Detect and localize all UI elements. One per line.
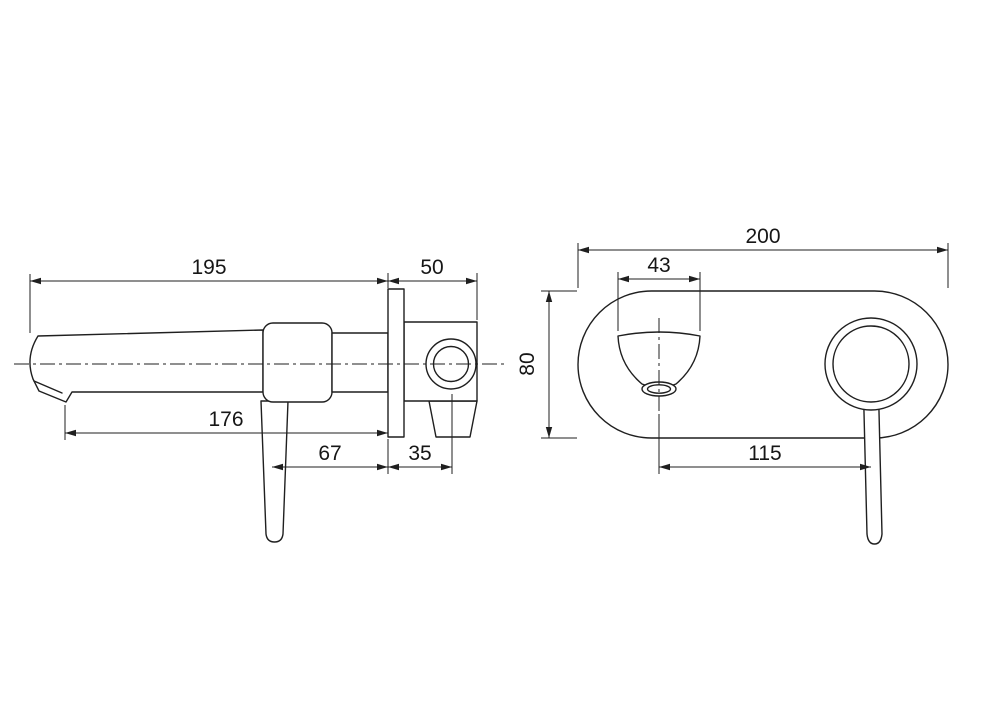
dimension-spout-projection: 195: [29, 256, 389, 333]
dim-43-label: 43: [647, 254, 670, 277]
dim-200-label: 200: [745, 225, 780, 248]
side-aerator-mouth-line: [33, 380, 63, 394]
side-view: 195 50 176 67: [14, 256, 505, 543]
dim-80-label: 80: [516, 352, 539, 375]
dim-115-label: 115: [748, 442, 781, 465]
dim-67-label: 67: [318, 442, 341, 465]
dimension-spout-width: 43: [617, 254, 701, 331]
dimension-wall-to-cartridge: 35: [388, 394, 453, 474]
side-neck: [331, 332, 389, 393]
side-spout-outline: [29, 329, 264, 403]
dimension-plate-height: 80: [516, 290, 577, 439]
dimension-plate-width: 200: [577, 225, 949, 288]
side-mixer-body: [262, 322, 333, 403]
side-wall-flange: [387, 288, 405, 438]
front-handle-inner-circle: [832, 325, 910, 403]
dim-35-label: 35: [408, 442, 431, 465]
dimension-handle-to-wall: 67: [272, 439, 389, 474]
front-spout-outline: [617, 331, 701, 389]
front-handle-lever: [862, 370, 883, 545]
side-handle-lever: [260, 400, 289, 543]
front-view: 200 43 80 115: [516, 225, 949, 545]
dimension-spout-to-handle: 115: [658, 414, 871, 474]
side-outlet-trapezoid: [428, 400, 478, 438]
dimension-body-depth: 50: [388, 256, 478, 320]
dim-195-label: 195: [191, 256, 226, 279]
dim-50-label: 50: [420, 256, 443, 279]
dim-176-label: 176: [208, 408, 243, 431]
dimension-aerator-to-wall: 176: [64, 405, 388, 440]
